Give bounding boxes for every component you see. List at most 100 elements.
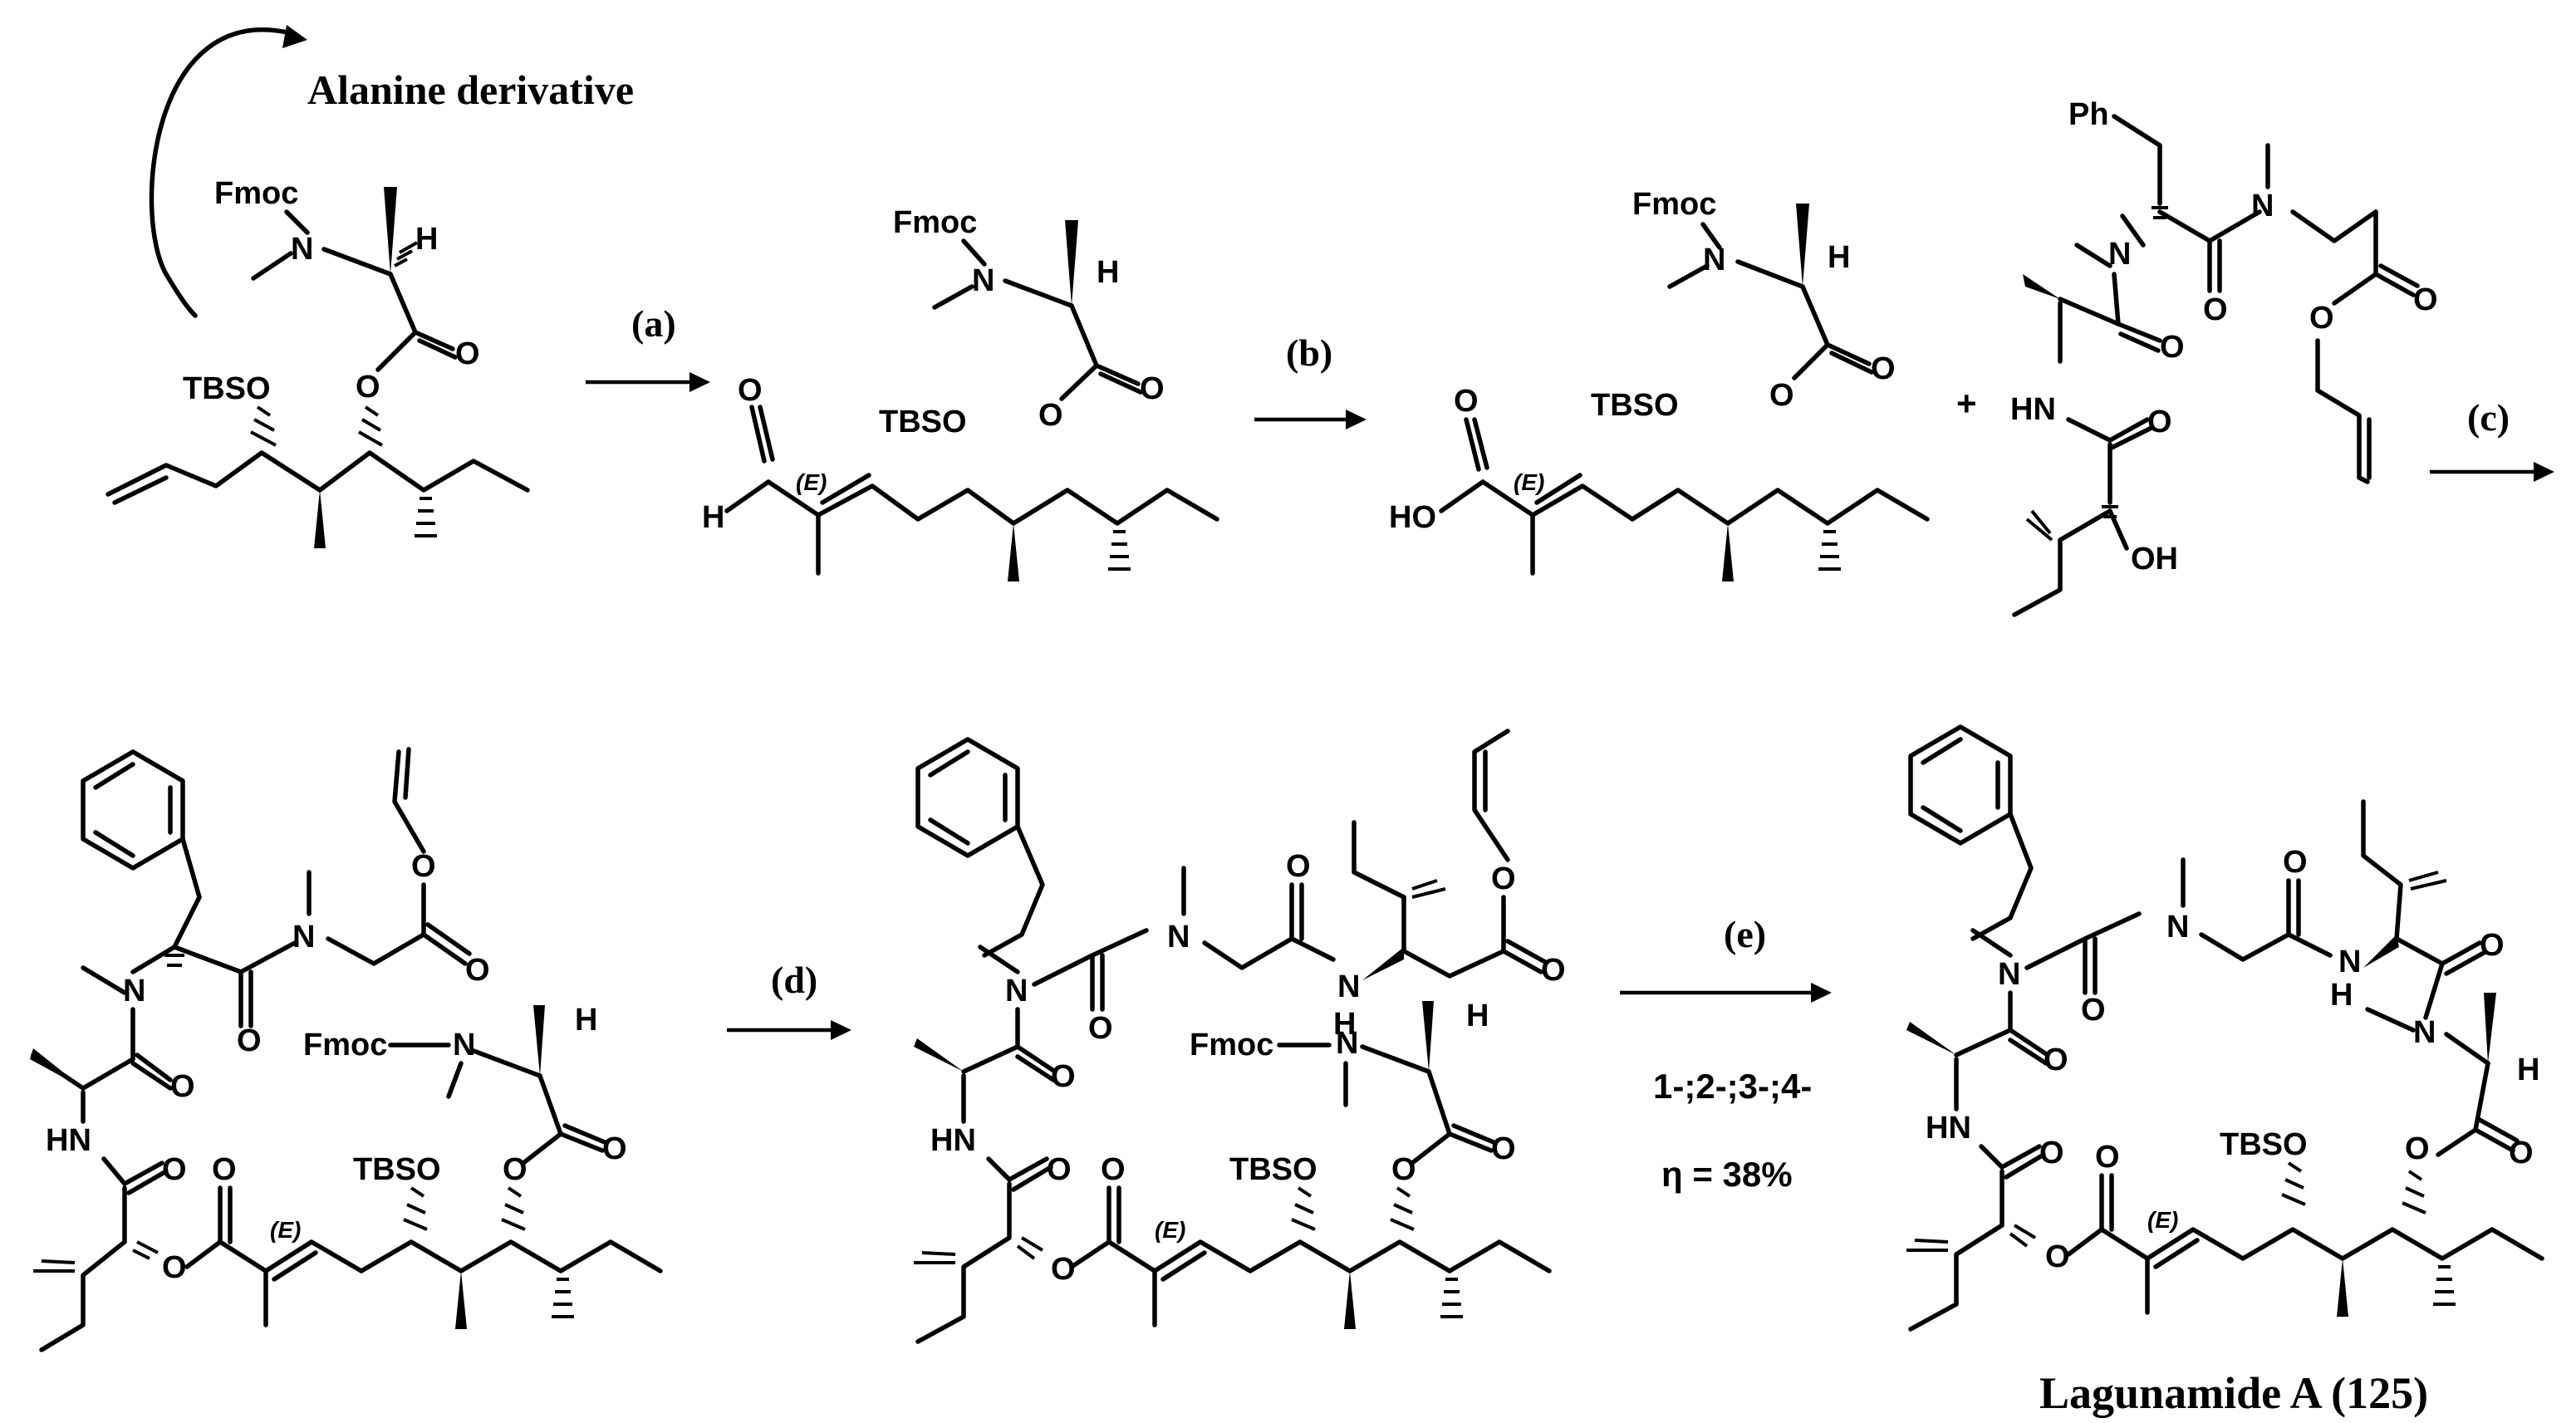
o-atom: O bbox=[2480, 928, 2505, 963]
aldehyde-intermediate: Fmoc N H O O TBSO O H (E) bbox=[702, 205, 1219, 581]
hn-label: HN bbox=[2010, 392, 2056, 427]
o-atom: O bbox=[2413, 282, 2438, 317]
h-atom: H bbox=[702, 500, 724, 535]
tbso-label: TBSO bbox=[183, 371, 271, 406]
fmoc-label: Fmoc bbox=[893, 205, 977, 240]
ph-label: Ph bbox=[2068, 97, 2109, 132]
arrow-b: (b) bbox=[1254, 331, 1367, 429]
n-atom: N bbox=[972, 263, 994, 298]
o-atom: O bbox=[1871, 351, 1896, 386]
starting-material: Alanine derivative Fmoc N H O O TBSO bbox=[105, 25, 634, 548]
fmoc-label: Fmoc bbox=[214, 176, 298, 211]
o-atom: O bbox=[2405, 1131, 2430, 1166]
o-atom: O bbox=[170, 1069, 195, 1104]
o-atom: O bbox=[162, 1250, 187, 1285]
h-atom: H bbox=[575, 1003, 597, 1038]
o-atom: O bbox=[1051, 1059, 1076, 1094]
ho-label: HO bbox=[1389, 500, 1436, 535]
n-atom: N bbox=[123, 974, 145, 1008]
n-atom: N bbox=[2166, 910, 2189, 945]
h-atom: H bbox=[1097, 255, 1119, 290]
o-atom: O bbox=[1140, 371, 1165, 406]
n-atom: N bbox=[1703, 243, 1725, 277]
o-atom: O bbox=[602, 1131, 627, 1166]
o-atom: O bbox=[1541, 953, 1566, 988]
n-atom: N bbox=[2338, 945, 2361, 979]
o-atom: O bbox=[2095, 1140, 2120, 1175]
product-name-label: Lagunamide A (125) bbox=[2039, 1368, 2428, 1418]
conditions-line1: 1-;2-;3-;4- bbox=[1653, 1067, 1812, 1106]
tbso-label: TBSO bbox=[879, 405, 967, 439]
n-atom: N bbox=[2251, 189, 2274, 223]
step-c-label: (c) bbox=[2467, 396, 2510, 439]
o-atom: O bbox=[2147, 405, 2172, 439]
n-atom: N bbox=[1167, 920, 1190, 954]
e-stereo-label: (E) bbox=[796, 469, 827, 495]
hn-label: HN bbox=[46, 1123, 91, 1158]
o-atom: O bbox=[2045, 1239, 2070, 1274]
o-atom: O bbox=[1491, 1131, 1516, 1166]
o-atom: O bbox=[1391, 1152, 1416, 1187]
o-atom: O bbox=[2081, 993, 2106, 1028]
h-atom: H bbox=[2517, 1053, 2539, 1087]
peptide-fragment: Ph N O O O N O HN O OH bbox=[2010, 97, 2438, 617]
plus-sign: + bbox=[1956, 384, 1977, 423]
o-atom: O bbox=[1038, 398, 1063, 433]
o-atom: O bbox=[455, 336, 480, 371]
h-atom: H bbox=[2330, 978, 2353, 1013]
step-e-label: (e) bbox=[1724, 913, 1766, 955]
tbso-label: TBSO bbox=[353, 1152, 441, 1187]
o-atom: O bbox=[1454, 384, 1479, 419]
h-atom: H bbox=[1333, 1007, 1356, 1042]
h-atom: H bbox=[415, 222, 438, 257]
step-b-label: (b) bbox=[1286, 331, 1332, 374]
n-atom: N bbox=[2413, 1015, 2436, 1050]
amide-intermediate: N O N O N H O O O HN bbox=[914, 729, 1566, 1344]
alanine-derivative-label: Alanine derivative bbox=[307, 66, 634, 113]
o-atom: O bbox=[1101, 1152, 1126, 1187]
o-atom: O bbox=[2509, 1136, 2534, 1170]
n-atom: N bbox=[1005, 974, 1028, 1008]
arrow-d: (d) bbox=[727, 959, 851, 1040]
o-atom: O bbox=[1088, 1011, 1113, 1046]
o-atom: O bbox=[212, 1152, 237, 1187]
o-atom: O bbox=[2283, 845, 2308, 880]
arrow-c: (c) bbox=[2430, 396, 2554, 482]
tbso-label: TBSO bbox=[1591, 388, 1679, 423]
o-atom: O bbox=[1491, 861, 1516, 896]
o-atom: O bbox=[2039, 1136, 2064, 1170]
o-atom: O bbox=[1051, 1252, 1076, 1287]
o-atom: O bbox=[411, 849, 436, 884]
e-stereo-label: (E) bbox=[1514, 469, 1544, 495]
o-atom: O bbox=[2160, 330, 2185, 365]
fmoc-label: Fmoc bbox=[1632, 187, 1716, 222]
o-atom: O bbox=[1769, 378, 1794, 413]
acid-intermediate: Fmoc N H O O TBSO O HO (E) bbox=[1389, 187, 1930, 581]
fmoc-label: Fmoc bbox=[303, 1028, 387, 1062]
o-atom: O bbox=[237, 1023, 262, 1058]
tbso-label: TBSO bbox=[2220, 1127, 2308, 1162]
n-atom: N bbox=[1998, 957, 2020, 992]
hn-label: HN bbox=[1926, 1111, 1971, 1146]
oh-label: OH bbox=[2131, 542, 2178, 577]
n-atom: N bbox=[1337, 969, 1360, 1004]
h-atom: H bbox=[1466, 999, 1489, 1033]
o-atom: O bbox=[1286, 849, 1311, 884]
n-atom: N bbox=[291, 232, 313, 267]
lagunamide-a: N O N O N H O N H O O bbox=[1906, 724, 2544, 1418]
arrow-e: (e) 1-;2-;3-;4- η = 38% bbox=[1620, 913, 1832, 1194]
fmoc-label: Fmoc bbox=[1190, 1028, 1273, 1062]
conditions-yield: η = 38% bbox=[1661, 1155, 1793, 1194]
n-atom: N bbox=[453, 1028, 475, 1062]
step-a-label: (a) bbox=[631, 302, 676, 345]
step-d-label: (d) bbox=[771, 959, 817, 1001]
o-atom: O bbox=[738, 373, 763, 408]
arrow-a: (a) bbox=[586, 302, 710, 392]
coupled-product: N O N O O O HN O O O bbox=[30, 747, 663, 1352]
o-atom: O bbox=[1047, 1152, 1072, 1187]
e-stereo-label: (E) bbox=[1155, 1217, 1185, 1243]
o-atom: O bbox=[356, 370, 380, 405]
o-atom: O bbox=[465, 953, 490, 988]
o-atom: O bbox=[503, 1152, 527, 1187]
